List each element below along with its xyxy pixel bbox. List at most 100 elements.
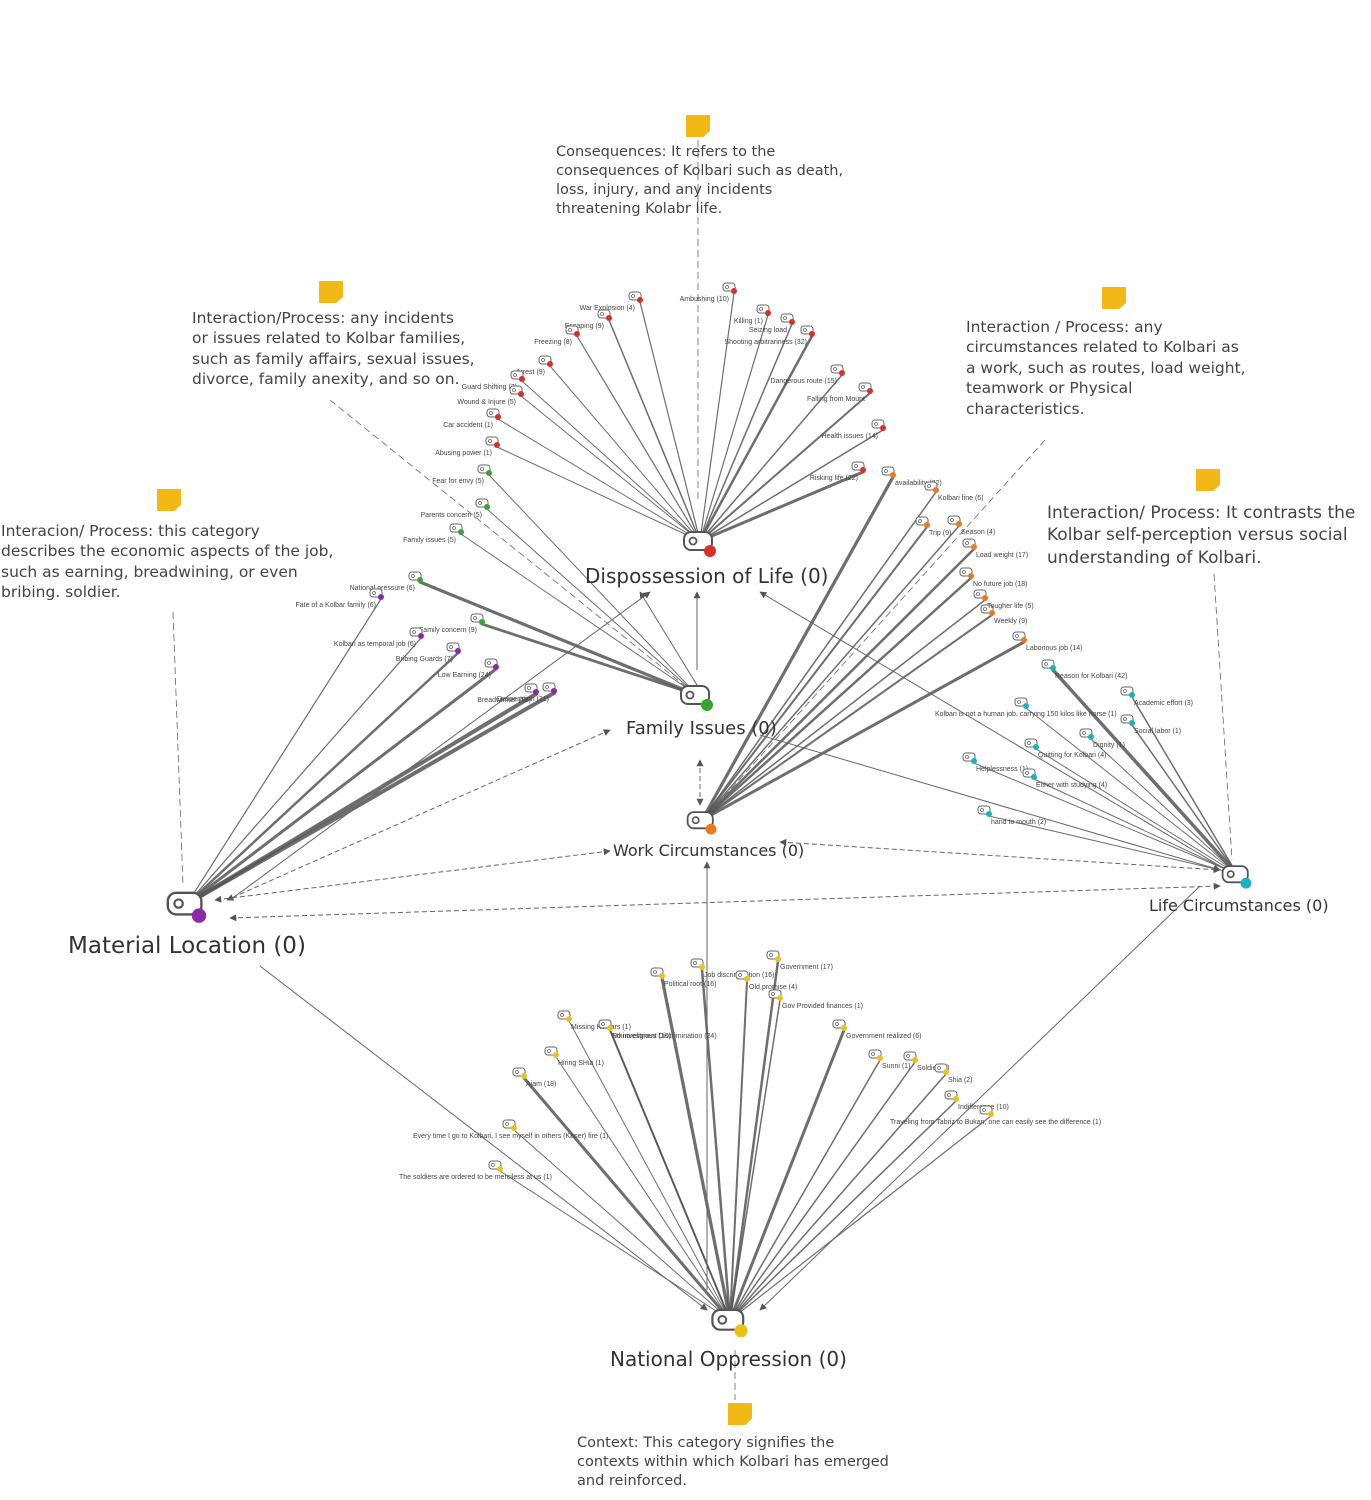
code-node[interactable]: Sunni (1) bbox=[868, 1049, 910, 1070]
memo-note-icon[interactable] bbox=[319, 281, 343, 303]
code-node[interactable]: War Explosion (4) bbox=[580, 291, 643, 312]
relation-arrow bbox=[214, 848, 611, 903]
code-node[interactable]: Freezing (8) bbox=[534, 325, 580, 346]
code-node[interactable]: Fear for envy (5) bbox=[432, 464, 492, 485]
code-dot-icon bbox=[877, 1055, 883, 1061]
code-node[interactable]: Falling from Mount bbox=[807, 382, 873, 403]
code-node[interactable]: Ethnoreligious Discrimination (24) bbox=[598, 1019, 717, 1040]
code-dot-icon bbox=[417, 577, 423, 583]
code-node[interactable]: Kolbari is not a human job, carrying 150… bbox=[935, 697, 1117, 718]
code-node[interactable]: Either with studying (4) bbox=[1022, 768, 1107, 789]
code-node[interactable]: Bribing Guards (7) bbox=[396, 642, 461, 663]
code-node[interactable]: Job discrimination (16) bbox=[690, 958, 774, 979]
code-node[interactable]: Dignity (1) bbox=[1079, 728, 1125, 749]
code-node[interactable]: Seizing load bbox=[749, 313, 795, 334]
link-line bbox=[729, 1073, 947, 1321]
memo-note-icon[interactable] bbox=[1196, 469, 1220, 491]
code-dot-icon bbox=[968, 573, 974, 579]
code-node[interactable]: Government realized (6) bbox=[832, 1019, 921, 1040]
memo-note-icon[interactable] bbox=[1102, 287, 1126, 309]
code-node[interactable]: Killing (1) bbox=[734, 304, 771, 325]
memo-note-icon[interactable] bbox=[686, 115, 710, 137]
code-node[interactable]: Guard Shifting (7) bbox=[462, 370, 525, 391]
code-node[interactable]: Kolbari fine (6) bbox=[924, 481, 984, 502]
category-label-work[interactable]: Work Circumstances (0) bbox=[613, 841, 805, 860]
category-label-family[interactable]: Family Issues (0) bbox=[626, 718, 777, 739]
code-node[interactable]: Kolbari as temporal job (6) bbox=[334, 627, 424, 648]
code-label: Hiring SHia (1) bbox=[558, 1060, 604, 1067]
category-hub-work[interactable] bbox=[686, 811, 717, 835]
code-node[interactable]: Traveling from Tabriz to Bukan, one can … bbox=[890, 1105, 1101, 1126]
category-hub-material[interactable] bbox=[166, 891, 207, 923]
code-node[interactable]: Quitting for Kolbari (4) bbox=[1024, 738, 1106, 759]
memo-note-icon[interactable] bbox=[728, 1403, 752, 1425]
code-node[interactable]: Old promise (4) bbox=[735, 970, 797, 991]
code-node[interactable]: Government (17) bbox=[766, 950, 833, 971]
code-node[interactable]: Weekly (9) bbox=[980, 604, 1027, 625]
code-node[interactable]: Desperation (31) bbox=[497, 682, 557, 703]
code-label: Family issues (5) bbox=[403, 537, 456, 544]
code-node[interactable]: Health issues (14) bbox=[822, 419, 886, 440]
code-node[interactable]: Soldier (3) bbox=[903, 1051, 949, 1072]
code-node[interactable]: Season (4) bbox=[947, 515, 995, 536]
category-hub-life[interactable] bbox=[1221, 865, 1252, 889]
code-node[interactable]: Family issues (5) bbox=[403, 523, 464, 544]
code-label: Family concern (9) bbox=[419, 627, 477, 634]
category-hub-family[interactable] bbox=[680, 685, 713, 711]
code-node[interactable]: Trip (9) bbox=[915, 516, 951, 537]
code-node[interactable]: availability (22) bbox=[881, 466, 942, 487]
code-label: The soldiers are ordered to be merciless… bbox=[399, 1174, 552, 1181]
code-node[interactable]: Shia (2) bbox=[934, 1063, 973, 1084]
code-node[interactable]: Gov Provided finances (1) bbox=[768, 989, 863, 1010]
code-node[interactable]: Fate of a Kolbar family (6) bbox=[295, 588, 384, 609]
code-node[interactable]: Helplessness (1) bbox=[962, 752, 1028, 773]
code-dot-icon bbox=[1050, 665, 1056, 671]
code-node[interactable]: Laborious job (14) bbox=[1012, 631, 1082, 652]
code-node[interactable]: Every time I go to Kolbari, I see myself… bbox=[413, 1119, 608, 1140]
code-node[interactable]: Risking life (22) bbox=[810, 461, 866, 482]
code-label: Low Earning (24) bbox=[438, 672, 491, 679]
code-node[interactable]: hand to mouth (2) bbox=[977, 805, 1046, 826]
code-node[interactable]: Reason for Kolbari (42) bbox=[1041, 659, 1127, 680]
code-node[interactable]: National pressure (6) bbox=[350, 571, 423, 592]
code-node[interactable]: Car accident (1) bbox=[443, 408, 501, 429]
code-node[interactable]: Academic effort (3) bbox=[1120, 686, 1193, 707]
code-node[interactable]: Arrest (9) bbox=[516, 355, 553, 376]
code-node[interactable]: Family concern (9) bbox=[419, 613, 485, 634]
memo-note-icon[interactable] bbox=[157, 489, 181, 511]
code-node[interactable]: Wound & Injure (5) bbox=[457, 385, 524, 406]
code-node[interactable]: Breadwinner (13) bbox=[477, 683, 539, 704]
code-node[interactable]: Hiring SHia (1) bbox=[544, 1046, 604, 1067]
link-line bbox=[480, 622, 699, 697]
code-tag-icon bbox=[881, 466, 896, 478]
category-label-national[interactable]: National Oppression (0) bbox=[610, 1347, 847, 1371]
category-label-life[interactable]: Life Circumstances (0) bbox=[1149, 896, 1329, 915]
category-label-material[interactable]: Material Location (0) bbox=[68, 933, 306, 959]
link-line bbox=[700, 576, 973, 822]
code-label: Government (17) bbox=[780, 964, 833, 971]
category-hub-national[interactable] bbox=[711, 1308, 748, 1338]
category-label-dispossession[interactable]: Dispossession of Life (0) bbox=[585, 564, 829, 588]
code-node[interactable]: Social labor (1) bbox=[1120, 714, 1181, 735]
code-dot-icon bbox=[637, 297, 643, 303]
code-node[interactable]: Abusing power (1) bbox=[435, 436, 500, 457]
code-node[interactable]: Shooting arbitrariness (32) bbox=[725, 325, 816, 346]
code-node[interactable]: The soldiers are ordered to be merciless… bbox=[399, 1160, 552, 1181]
code-node[interactable]: Ambushing (10) bbox=[680, 282, 737, 303]
code-tag-icon bbox=[597, 309, 612, 321]
code-node[interactable]: Parents concern (5) bbox=[421, 498, 490, 519]
code-node[interactable]: Dangerous route (15) bbox=[770, 364, 845, 385]
code-node[interactable]: Low Earning (24) bbox=[438, 658, 499, 679]
category-hub-dispossession[interactable] bbox=[683, 531, 716, 557]
link-line bbox=[185, 691, 556, 906]
code-node[interactable]: Escaping (9) bbox=[565, 309, 612, 330]
category-dot-icon bbox=[705, 823, 717, 835]
code-node[interactable]: No future job (18) bbox=[959, 567, 1027, 588]
code-node[interactable]: Tougher life (5) bbox=[973, 589, 1034, 610]
code-dot-icon bbox=[731, 288, 737, 294]
code-node[interactable]: Load weight (17) bbox=[962, 538, 1028, 559]
code-node[interactable]: Political root (16) bbox=[650, 967, 717, 988]
code-node[interactable]: Ajam (18) bbox=[512, 1067, 556, 1088]
code-tag-icon bbox=[557, 1010, 572, 1022]
